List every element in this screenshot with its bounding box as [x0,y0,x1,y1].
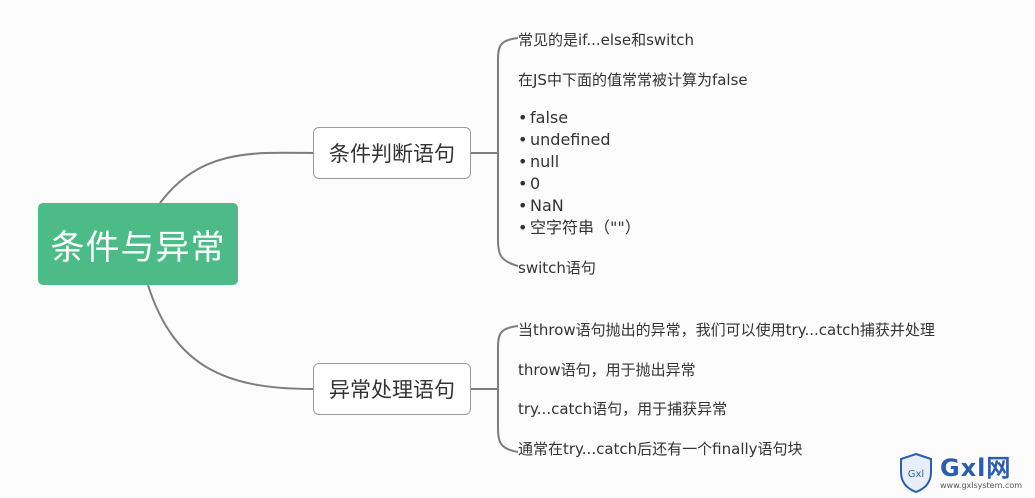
root-to-branch-2 [147,284,314,390]
branch-label: 条件判断语句 [329,142,455,166]
root-to-branch-1 [159,151,314,204]
bullet-item: •false [518,107,568,129]
bullet-item: •null [518,151,559,173]
bullet-text: NaN [530,196,564,215]
bullet-text: 0 [530,174,541,193]
watermark: Gxl Gxl网 www.gxlsystem.com [898,449,1033,497]
watermark-brand: Gxl网 [940,454,1012,482]
bullet-text: false [530,108,569,127]
bullet-item: •0 [518,173,540,195]
bullet-item: •NaN [518,195,564,217]
bullet-text: undefined [530,130,611,149]
branch-label: 异常处理语句 [329,378,455,402]
bullet-text: null [530,152,560,171]
shield-logo-icon: Gxl [900,452,932,494]
bullet-text: 空字符串（""） [530,218,641,237]
root-label: 条件与异常 [50,227,226,268]
leaf-item[interactable]: 在JS中下面的值常常被计算为false [518,71,748,89]
bullet-item: •空字符串（""） [518,217,641,239]
leaf-item[interactable]: 当throw语句抛出的异常，我们可以使用try...catch捕获并处理 [518,321,935,339]
watermark-url: www.gxlsystem.com [940,481,1023,490]
bullet-dot: • [518,174,528,193]
bullet-item: •undefined [518,129,611,151]
leaf-item[interactable]: switch语句 [518,259,596,277]
bullet-dot: • [518,152,528,171]
bullet-dot: • [518,130,528,149]
bullet-dot: • [518,218,528,237]
shield-text: Gxl [908,469,924,480]
branch-node-conditions[interactable]: 条件判断语句 [313,127,471,179]
bullet-dot: • [518,108,528,127]
branch-1-bracket [497,37,519,267]
leaf-item[interactable]: 通常在try...catch后还有一个finally语句块 [518,440,803,458]
bullet-dot: • [518,196,528,215]
leaf-item[interactable]: try...catch语句，用于捕获异常 [518,400,728,418]
branch-node-exceptions[interactable]: 异常处理语句 [313,363,471,415]
branch-2-bracket [497,325,519,453]
root-node[interactable]: 条件与异常 [38,203,238,285]
leaf-item[interactable]: throw语句，用于抛出异常 [518,361,696,379]
leaf-item[interactable]: 常见的是if...else和switch [518,31,694,49]
